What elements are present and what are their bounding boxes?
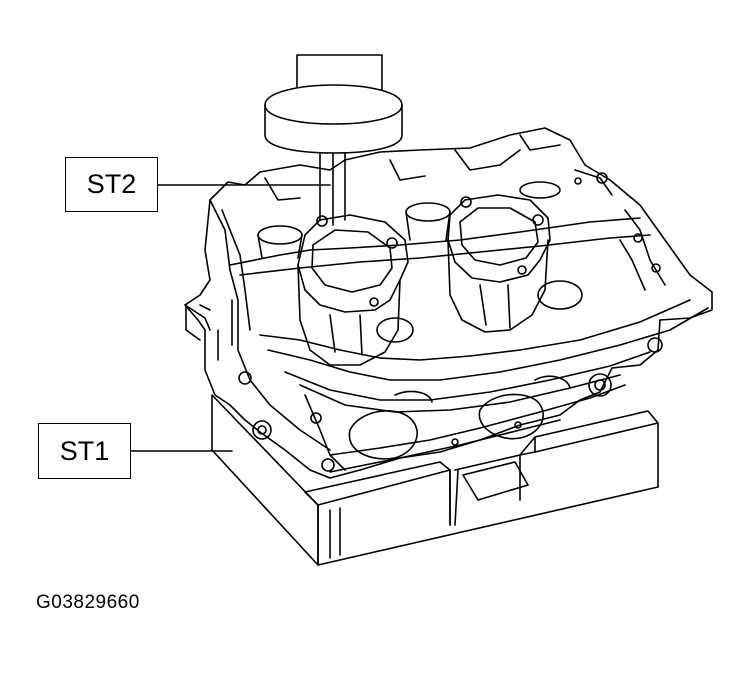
valve-spring-seats bbox=[297, 194, 583, 366]
st2-label: ST2 bbox=[65, 157, 158, 212]
bolt-holes bbox=[185, 172, 663, 472]
leader-lines bbox=[130, 184, 331, 452]
st1-support-stand bbox=[211, 394, 659, 566]
ports bbox=[348, 375, 571, 460]
figure-id: G03829660 bbox=[36, 592, 140, 613]
cylinder-head bbox=[184, 127, 713, 479]
st2-tool bbox=[264, 54, 403, 226]
st1-label: ST1 bbox=[38, 423, 131, 479]
